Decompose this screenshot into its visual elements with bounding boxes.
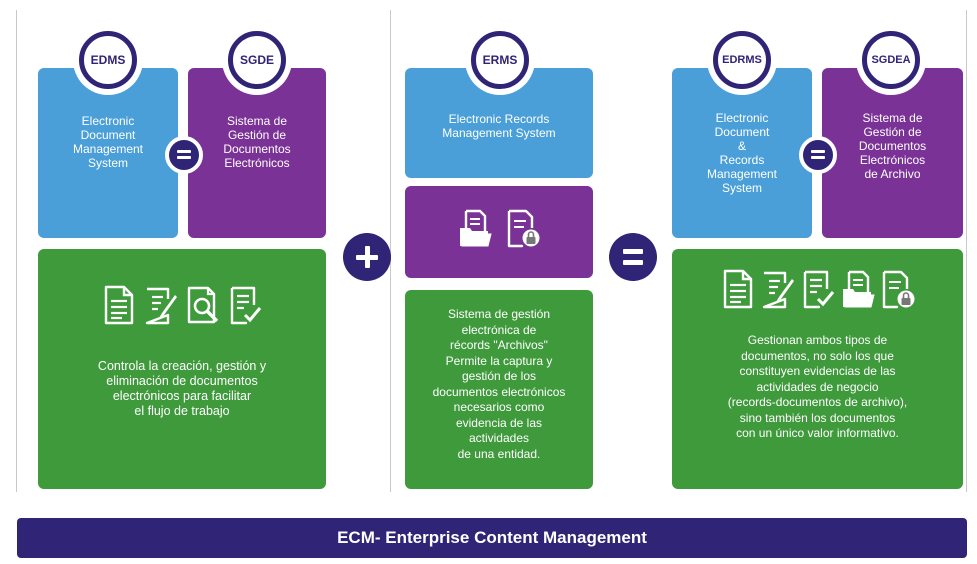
sgde-box: Sistema de Gestión de Documentos Electró… (188, 68, 326, 238)
center-divider (390, 10, 391, 492)
sgdea-badge: SGDEA (856, 25, 926, 95)
equals-icon (165, 136, 203, 174)
left-divider (16, 10, 17, 492)
right-divider (966, 10, 967, 492)
edms-icons (38, 285, 326, 325)
edrms-icons (672, 269, 963, 309)
plus-icon (343, 233, 391, 281)
folder-documents-icon (841, 269, 875, 309)
edrms-detail-text: Gestionan ambos tipos de documentos, no … (727, 333, 908, 440)
document-icon (102, 285, 136, 325)
erms-icons (405, 208, 593, 248)
erms-detail-box: Sistema de gestión electrónica de récord… (405, 290, 593, 489)
locked-document-icon (506, 208, 540, 248)
document-icon (721, 269, 755, 309)
erms-detail-text: Sistema de gestión electrónica de récord… (432, 307, 566, 461)
edms-box: Electronic Document Management System (38, 68, 178, 238)
ecm-banner: ECM- Enterprise Content Management (17, 518, 967, 558)
sgde-badge: SGDE (222, 25, 292, 95)
checklist-document-icon (801, 269, 835, 309)
edrms-badge: EDRMS (707, 25, 777, 95)
edms-description: Electronic Document Management System (72, 114, 144, 170)
edrms-description: Electronic Document & Records Management… (706, 111, 778, 195)
locked-document-icon (881, 269, 915, 309)
edrms-detail-box: Gestionan ambos tipos de documentos, no … (672, 249, 963, 489)
edms-detail-text: Controla la creación, gestión y eliminac… (97, 359, 267, 418)
edit-document-icon (761, 269, 795, 309)
edms-badge: EDMS (73, 25, 143, 95)
edms-detail-box: Controla la creación, gestión y eliminac… (38, 249, 326, 489)
erms-badge: ERMS (465, 25, 535, 95)
erms-description: Electronic Records Management System (442, 112, 556, 140)
result-equals-icon (609, 233, 657, 281)
sgdea-description: Sistema de Gestión de Documentos Electró… (858, 111, 927, 181)
checklist-document-icon (228, 285, 262, 325)
edrms-box: Electronic Document & Records Management… (672, 68, 812, 238)
search-document-icon (186, 285, 220, 325)
sgdea-box: Sistema de Gestión de Documentos Electró… (822, 68, 963, 238)
erms-icon-box (405, 186, 593, 278)
equals-icon-right (799, 136, 837, 174)
edit-document-icon (144, 285, 178, 325)
sgde-description: Sistema de Gestión de Documentos Electró… (223, 114, 291, 170)
folder-documents-icon (458, 208, 492, 248)
